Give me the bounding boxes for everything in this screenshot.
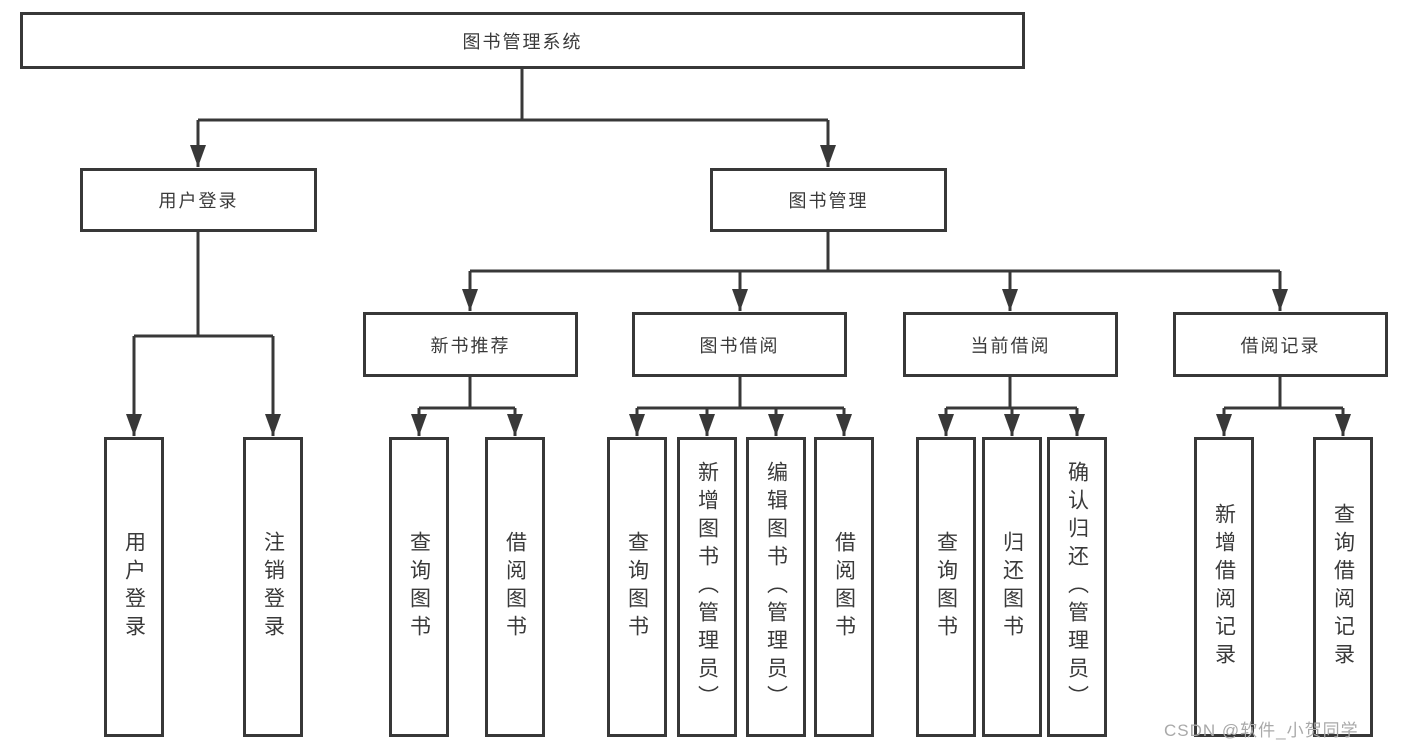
node-user-login-branch: 用户登录 (80, 168, 317, 232)
node-book-management-branch: 图书管理 (710, 168, 947, 232)
node-leaf-return-books: 归还图书 (982, 437, 1042, 737)
node-leaf-edit-books-admin: 编辑图书（管理员） (746, 437, 806, 737)
node-leaf-confirm-return-admin: 确认归还（管理员） (1047, 437, 1107, 737)
node-leaf-borrow-books-recommend: 借阅图书 (485, 437, 545, 737)
node-leaf-user-login: 用户登录 (104, 437, 164, 737)
csdn-watermark: CSDN @软件_小贺同学 (1164, 721, 1359, 740)
node-leaf-logout: 注销登录 (243, 437, 303, 737)
node-current-borrowing: 当前借阅 (903, 312, 1118, 377)
node-leaf-add-books-admin: 新增图书（管理员） (677, 437, 737, 737)
node-leaf-add-borrow-record: 新增借阅记录 (1194, 437, 1254, 737)
node-borrowing-records: 借阅记录 (1173, 312, 1388, 377)
node-book-borrowing: 图书借阅 (632, 312, 847, 377)
node-library-management-system: 图书管理系统 (20, 12, 1025, 69)
node-leaf-query-borrow-record: 查询借阅记录 (1313, 437, 1373, 737)
node-leaf-query-books-recommend: 查询图书 (389, 437, 449, 737)
node-new-book-recommendation: 新书推荐 (363, 312, 578, 377)
node-leaf-query-books-borrowing: 查询图书 (607, 437, 667, 737)
node-leaf-query-books-current: 查询图书 (916, 437, 976, 737)
node-leaf-borrow-books: 借阅图书 (814, 437, 874, 737)
